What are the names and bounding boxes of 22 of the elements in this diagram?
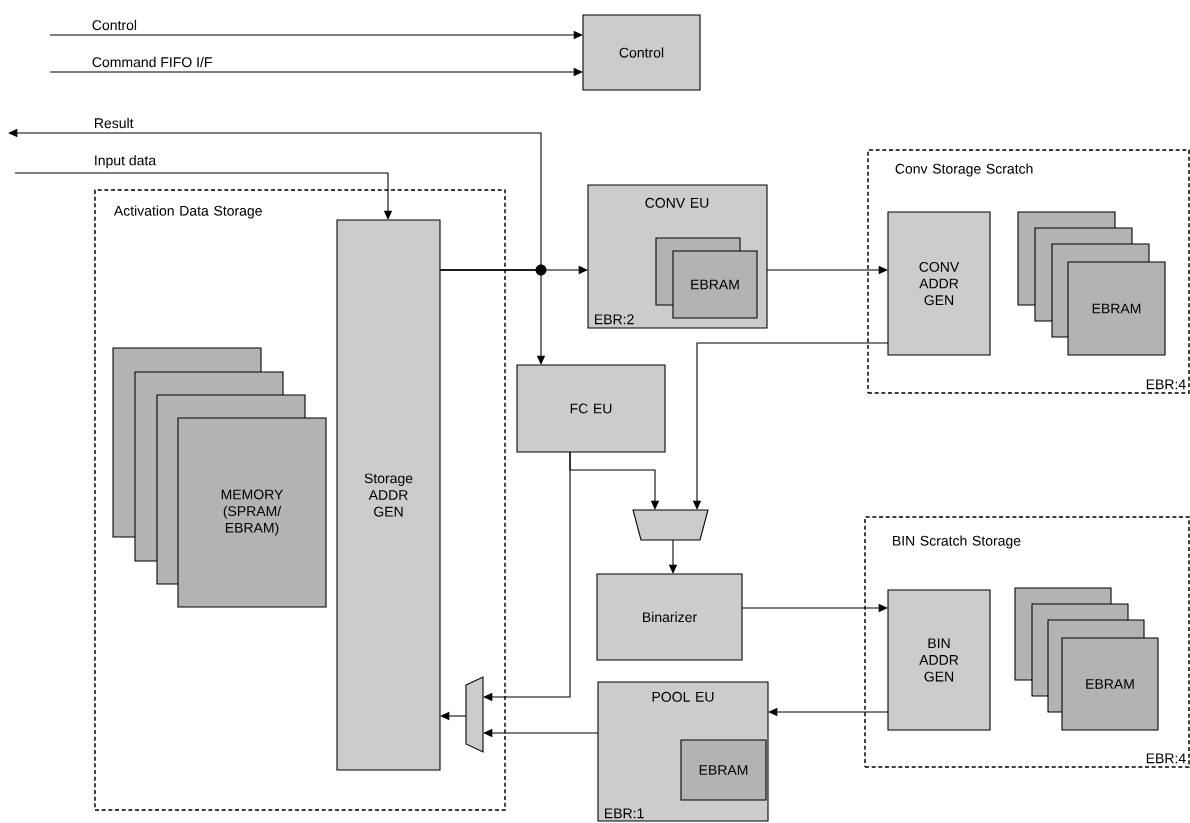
control-block: Control [582,14,701,91]
memory-block: EBRAM [680,739,767,801]
address-generator-block: BIN ADDR GEN [887,589,991,731]
address-generator-block: CONV ADDR GEN [887,211,991,356]
multiplexer [632,509,709,541]
arrow [439,269,546,365]
edge-label: Command FIFO I/F [90,55,214,69]
edge-label: Control [90,18,139,32]
arrow [483,451,571,702]
memory-stack: MEMORY (SPRAM/ EBRAM) [112,347,327,608]
multiplexer [465,676,484,753]
edge-label: Result [92,116,135,130]
address-generator-block: Storage ADDR GEN [336,219,441,771]
execution-unit-block: FC EU [516,364,666,453]
arrow [14,172,393,220]
memory-stack: EBRAM [1014,587,1159,731]
binarizer-block: Binarizer [596,573,743,661]
node-label: EBRAM [1092,303,1141,314]
memory-stack: EBRAM [655,237,758,319]
edge-label: Input data [92,153,158,170]
memory-stack: EBRAM [1017,211,1166,356]
node-label: EBRAM [1086,679,1134,689]
